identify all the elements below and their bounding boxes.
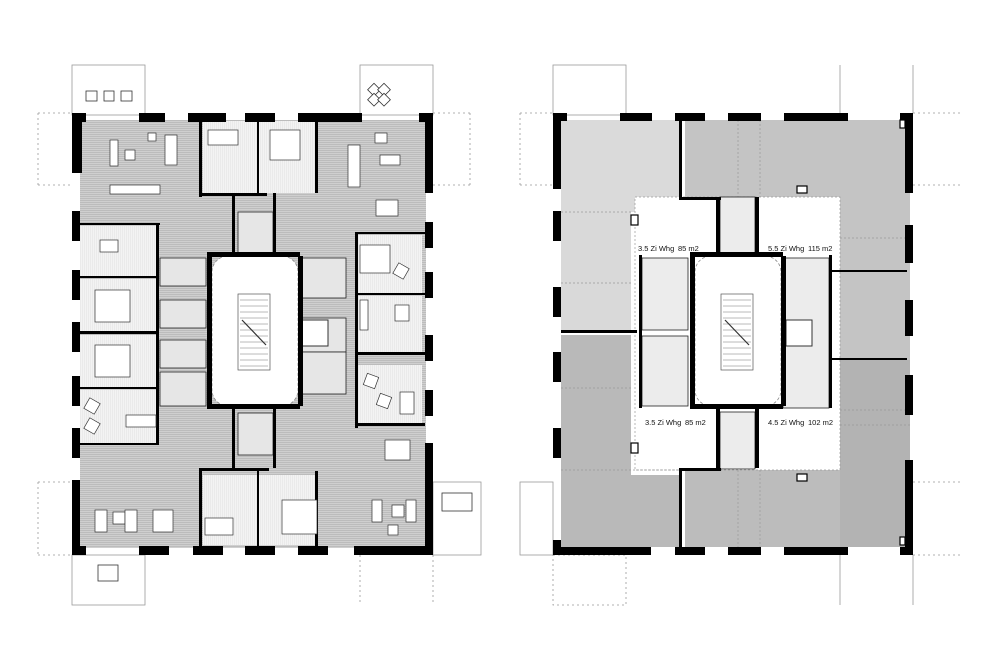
furniture-left (83, 129, 417, 536)
unit-label-sw-type: 3.5 Zi Whg (645, 418, 681, 427)
unit-nw-side (561, 212, 631, 332)
left-floor-plan (37, 64, 482, 606)
unit-label-ne-area: 115 m2 (808, 244, 832, 253)
unit-se-bottom (685, 470, 840, 547)
unit-label-nw-area: 85 m2 (678, 244, 699, 253)
unit-labels: 3.5 Zi Whg 85 m2 5.5 Zi Whg 115 m2 3.5 Z… (638, 244, 833, 427)
right-floor-plan: 3.5 Zi Whg 85 m2 5.5 Zi Whg 115 m2 3.5 Z… (519, 64, 960, 606)
unit-ne-side (840, 120, 910, 360)
unit-sw-bottom (561, 475, 679, 547)
walls-right (553, 113, 913, 555)
unit-label-se-area: 102 m2 (808, 418, 833, 427)
balcony-furniture (85, 82, 473, 582)
unit-label-se-type: 4.5 Zi Whg (768, 418, 804, 427)
unit-label-sw-area: 85 m2 (685, 418, 706, 427)
columns-right (630, 119, 906, 546)
balconies-left (37, 64, 482, 606)
unit-label-nw-type: 3.5 Zi Whg (638, 244, 674, 253)
unit-label-ne-type: 5.5 Zi Whg (768, 244, 804, 253)
unit-fills (561, 120, 910, 547)
unit-dividers (561, 120, 910, 547)
unit-se-side (840, 360, 910, 547)
unit-sw-side (561, 335, 631, 475)
stair-core-left (211, 255, 329, 407)
